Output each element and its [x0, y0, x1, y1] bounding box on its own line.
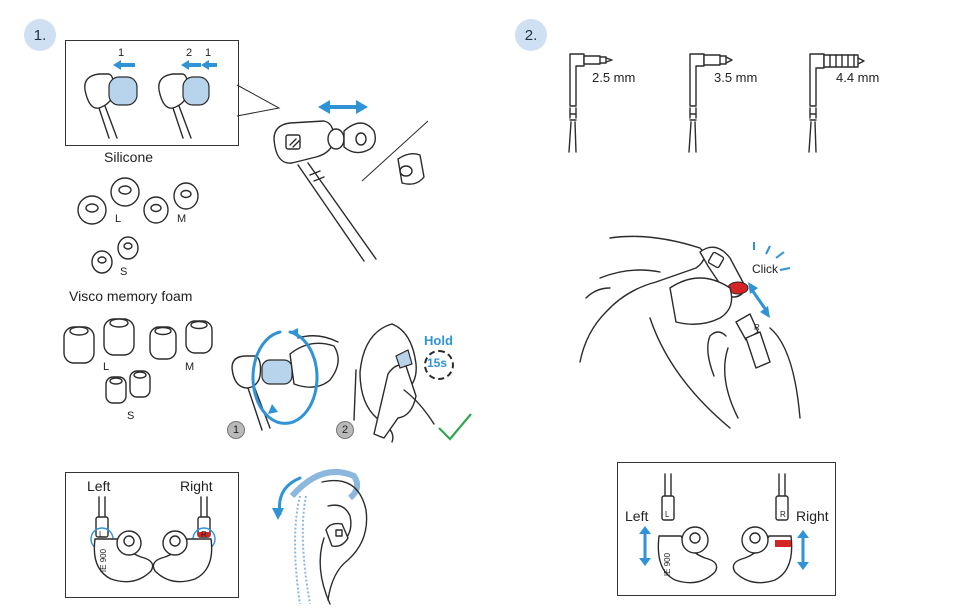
cable-4-4mm-illustration [808, 53, 865, 153]
orientation2-right-label: Right [796, 508, 829, 524]
foam-compress-illustration [231, 328, 339, 431]
swap-arrow-right-icon [338, 100, 368, 114]
eartip-insert-illustration [84, 60, 217, 139]
foam-title: Visco memory foam [69, 288, 193, 304]
orientation-left-label: Left [87, 478, 111, 494]
orientation2-left-label: Left [625, 508, 649, 524]
earphone-tip-swap-illustration [273, 100, 429, 262]
foam-size-s: S [127, 410, 135, 422]
hold-label: Hold [424, 333, 453, 348]
connect-arrow-icon [750, 288, 768, 312]
silicone-size-s: S [120, 266, 128, 278]
cable-label-2-5mm: 2.5 mm [592, 70, 636, 85]
step-1-badge: 1. [24, 19, 56, 51]
fit-step-1-number: 1 [232, 424, 240, 436]
cable-label-4-4mm: 4.4 mm [836, 70, 880, 85]
earphones-orientation-illustration [90, 496, 216, 583]
cable-3-5mm-illustration [688, 53, 733, 153]
left-tag: L [99, 530, 104, 539]
twist-arrow-icon [251, 330, 319, 425]
insert-mark-a: 1 [118, 47, 125, 59]
silicone-size-l: L [115, 213, 122, 225]
earphones-connection-illustration [639, 473, 809, 584]
step-2-number: 2. [524, 26, 538, 44]
click-burst-icon [753, 242, 791, 271]
checkmark-icon [438, 413, 472, 441]
foam-tips-illustration [63, 318, 213, 404]
orientation2-l-tag: L [665, 510, 670, 519]
model-label: IE 900 [99, 548, 109, 573]
step-1-number: 1. [33, 26, 47, 44]
silicone-size-m: M [177, 213, 187, 225]
fit-step-1-badge: 1 [227, 421, 245, 439]
foam-size-m: M [185, 361, 195, 373]
orientation2-r-tag: R [780, 510, 786, 519]
orientation-box-right [617, 462, 836, 596]
insert-mark-b: 2 [186, 47, 193, 59]
insert-mark-c: 1 [205, 47, 212, 59]
cable-2-5mm-illustration [568, 53, 613, 153]
right-tag: R [201, 530, 207, 539]
click-label: Click [752, 262, 778, 276]
hold-timer-icon [424, 350, 454, 380]
hold-time: 15s [427, 356, 448, 370]
foam-size-l: L [103, 361, 110, 373]
fit-step-2-number: 2 [341, 424, 349, 436]
connect-cable-illustration [579, 235, 801, 429]
step-2-badge: 2. [515, 19, 547, 51]
swap-arrow-left-icon [318, 100, 350, 114]
orientation2-model-label: IE 900 [663, 552, 673, 577]
foam-hold-in-ear-illustration [353, 323, 435, 443]
cable-label-3-5mm: 3.5 mm [714, 70, 758, 85]
fit-step-2-badge: 2 [336, 421, 354, 439]
orientation-right-label: Right [180, 478, 213, 494]
silicone-title: Silicone [104, 149, 154, 165]
connector-r-tag: R [754, 323, 760, 332]
silicone-tips-illustration [77, 177, 199, 274]
over-ear-wearing-illustration [272, 469, 368, 605]
